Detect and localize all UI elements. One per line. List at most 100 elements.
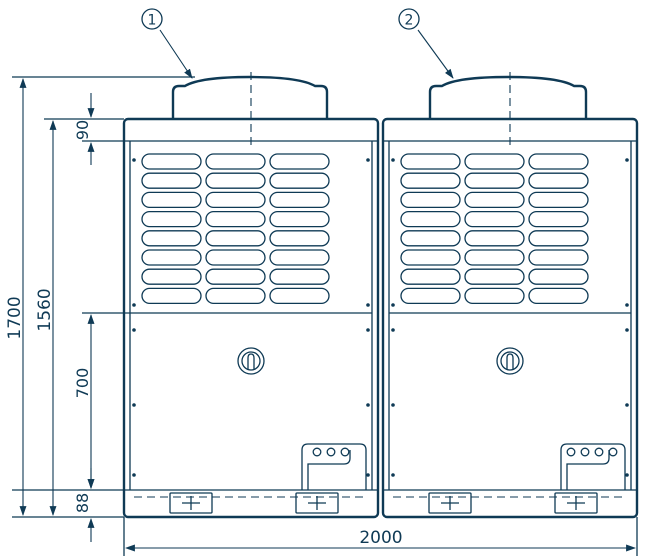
grille-louver [400,268,461,285]
panel-screws-1 [132,158,370,477]
panel-screw [391,328,395,332]
grille-louver [269,230,330,247]
grille-louver [464,230,525,247]
grille-louver [528,172,589,189]
grille-louver [528,249,589,266]
grille-louver [205,191,266,209]
grille-louver [400,230,461,247]
panel-screw [391,473,395,477]
panel-screw [132,158,136,162]
grille-louver [464,172,525,189]
base-rail-1 [134,492,368,514]
dimension-top-panel-label: 90 [73,120,92,140]
dimension-body-height: 1560 [35,120,57,516]
lifting-hole-icon [237,347,265,375]
unit-2 [381,72,639,519]
grille-louver [464,210,525,228]
panel-screw [132,303,136,307]
grille-louver [528,287,589,305]
piping-connection-panel [301,443,367,490]
panel-screw [366,473,370,477]
grille-louver [528,191,589,209]
grille-louver [141,287,202,305]
dimension-overall-height-label: 1700 [5,296,25,339]
grille-louver [400,210,461,228]
grille-louver [528,210,589,228]
panel-screw [366,403,370,407]
air-grille-2 [400,153,589,305]
panel-screw [366,303,370,307]
grille-louver [205,230,266,247]
fan-guard-top-2 [428,75,588,119]
dimension-body-height-label: 1560 [35,288,55,331]
grille-louver [269,210,330,228]
lifting-hole-icon [496,347,524,375]
grille-louver [205,249,266,266]
grille-louver [205,268,266,285]
grille-louver [464,249,525,266]
grille-louver [141,268,202,285]
panel-screw [625,158,629,162]
grille-louver [464,268,525,285]
panel-screw [366,328,370,332]
grille-louver [400,191,461,209]
extension-lines [12,76,638,556]
panel-screw [366,158,370,162]
dimension-lower-panel-label: 700 [73,368,92,399]
grille-louver [528,268,589,285]
grille-louver [400,172,461,189]
panel-screw [132,328,136,332]
base-rail-2 [393,492,627,514]
dimension-base: 88 [73,468,95,542]
callout-2: 2 [398,8,454,79]
dimension-base-label: 88 [73,493,92,513]
dimension-overall-width-label: 2000 [359,528,402,548]
grille-louver [205,210,266,228]
panel-screw [132,403,136,407]
dimension-lower-panel: 700 [73,314,95,489]
grille-louver [141,191,202,209]
grille-louver [400,249,461,266]
unit-1 [122,72,380,519]
panel-screw [625,403,629,407]
unit-body-2 [381,117,639,519]
grille-louver [464,153,525,170]
callout-1: 1 [141,8,193,79]
grille-louver [400,153,461,170]
grille-louver [400,287,461,305]
air-grille-1 [141,153,330,305]
panel-screw [391,303,395,307]
panel-screw [625,303,629,307]
grille-louver [205,287,266,305]
grille-louver [205,172,266,189]
grille-louver [269,153,330,170]
grille-louver [141,153,202,170]
panel-screw [132,473,136,477]
panel-screw [391,403,395,407]
grille-louver [141,210,202,228]
piping-connection-panel [560,443,626,490]
grille-louver [269,268,330,285]
dimension-overall-width: 2000 [125,528,636,552]
grille-louver [141,172,202,189]
panel-screw [625,328,629,332]
dimension-overall-height: 1700 [5,78,27,516]
panel-screw [391,158,395,162]
grille-louver [269,191,330,209]
fan-guard-top-1 [171,75,329,119]
grille-louver [464,191,525,209]
callout-2-label: 2 [405,13,414,29]
grille-louver [141,230,202,247]
grille-louver [269,249,330,266]
grille-louver [141,249,202,266]
panel-screw [625,473,629,477]
grille-louver [269,287,330,305]
grille-louver [528,153,589,170]
grille-louver [269,172,330,189]
panel-screws-2 [391,158,629,477]
dimension-top-panel: 90 [73,93,95,165]
unit-body-1 [122,117,380,519]
grille-louver [205,153,266,170]
grille-louver [528,230,589,247]
